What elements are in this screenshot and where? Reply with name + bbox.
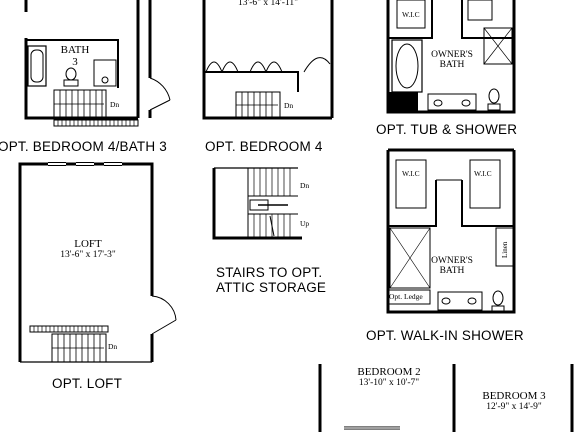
- caption-opt-bedroom4-bath3: OPT. BEDROOM 4/BATH 3: [0, 139, 167, 154]
- caption-opt-loft: OPT. LOFT: [52, 376, 123, 391]
- caption-stairs-line1: STAIRS TO OPT.: [216, 265, 323, 280]
- wic-label-walkin-right: W.I.C: [474, 169, 492, 178]
- bedroom4-plan: [202, 0, 334, 120]
- bedroom3-dimensions: 12'-9" x 14'-9": [486, 402, 542, 412]
- loft-plan: [18, 162, 177, 363]
- caption-stairs-attic: STAIRS TO OPT. ATTIC STORAGE: [216, 265, 327, 295]
- room-label-bath3: BATH 3: [60, 44, 90, 68]
- room-label-owners-bath-tub: OWNER'S BATH: [424, 50, 480, 70]
- caption-opt-walkin-shower: OPT. WALK-IN SHOWER: [366, 328, 524, 343]
- room-label-loft: LOFT 13'-6" x 17'-3": [36, 238, 140, 260]
- up-label-attic: Up: [300, 219, 310, 228]
- bedroom2-dimensions: 13'-10" x 10'-7": [358, 378, 420, 388]
- opt-ledge-label: Opt. Ledge: [389, 292, 423, 301]
- loft-name: LOFT: [74, 238, 102, 250]
- attic-stairs-plan: [212, 167, 302, 240]
- room-label-bedroom3: BEDROOM 3 12'-9" x 14'-9": [466, 390, 562, 412]
- dn-label-loft: Dn: [108, 342, 118, 351]
- bedroom3-name: BEDROOM 3: [482, 390, 546, 402]
- bath3-number: 3: [72, 56, 78, 68]
- bedroom4-bath3-plan: [24, 0, 171, 127]
- room-label-owners-bath-walkin: OWNER'S BATH: [424, 256, 480, 276]
- wic-label-walkin-left: W.I.C: [402, 169, 420, 178]
- bath3-name: BATH: [60, 44, 90, 56]
- walkin-shower-plan: [386, 148, 516, 314]
- dn-label-bedroom4: Dn: [284, 101, 294, 110]
- owners-bath-tub-line2: BATH: [439, 60, 465, 70]
- owners-bath-walkin-line1: OWNER'S: [431, 256, 473, 266]
- room-label-bedroom4: 13'-6" x 14'-11": [218, 0, 318, 8]
- wic-label-tub-left: W.I.C: [402, 10, 420, 19]
- dn-label-attic: Dn: [300, 181, 310, 190]
- bedroom2-3-plan: [318, 364, 574, 432]
- bedroom4-dimensions: 13'-6" x 14'-11": [238, 0, 298, 8]
- caption-opt-tub-shower: OPT. TUB & SHOWER: [376, 122, 518, 137]
- loft-dimensions: 13'-6" x 17'-3": [60, 250, 116, 260]
- tub-shower-plan: [386, 0, 516, 114]
- owners-bath-tub-line1: OWNER'S: [431, 50, 473, 60]
- caption-stairs-line2: ATTIC STORAGE: [216, 280, 327, 295]
- bedroom2-name: BEDROOM 2: [357, 366, 421, 378]
- owners-bath-walkin-line2: BATH: [439, 266, 465, 276]
- caption-opt-bedroom4: OPT. BEDROOM 4: [205, 139, 323, 154]
- linen-label: Linen: [501, 241, 509, 258]
- room-label-bedroom2: BEDROOM 2 13'-10" x 10'-7": [334, 366, 444, 388]
- dn-label-bath3: Dn: [110, 100, 120, 109]
